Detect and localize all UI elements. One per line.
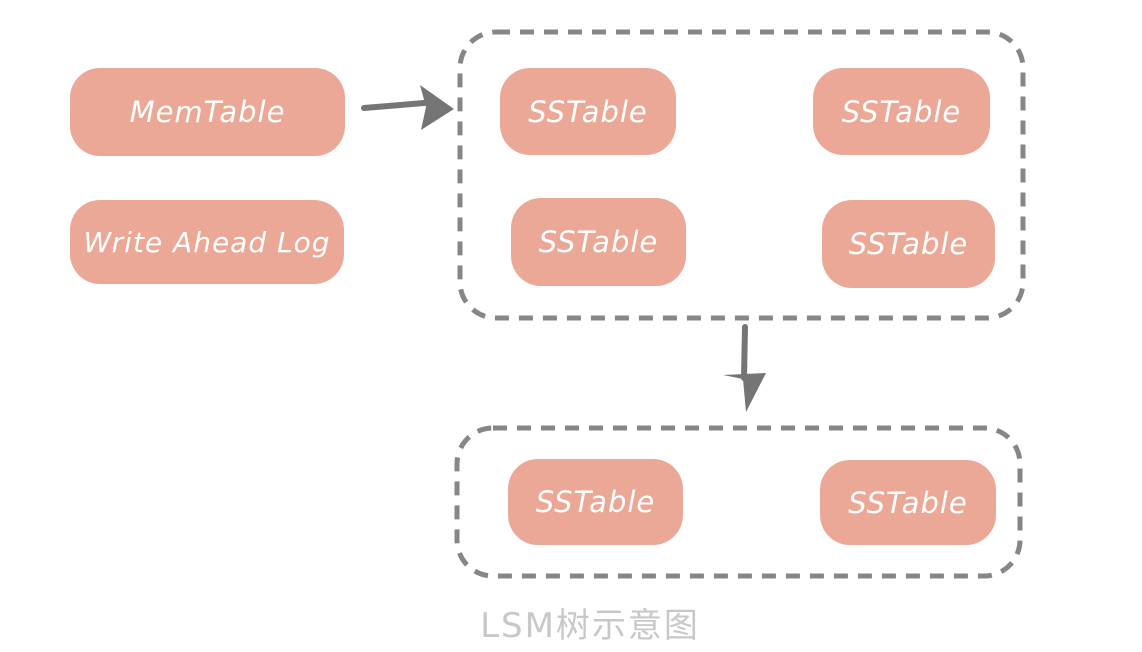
down-arrow-icon xyxy=(723,324,766,412)
memtable-node: MemTable xyxy=(70,68,345,156)
diagram-caption: LSM树示意图 xyxy=(480,606,700,646)
sstable-node-level2-1: SSTable xyxy=(508,459,683,545)
sstable-node-level1-3: SSTable xyxy=(511,198,686,286)
right-arrow-icon xyxy=(361,85,454,130)
sstable-node-level1-2: SSTable xyxy=(813,68,990,155)
sstable-node-level1-1: SSTable xyxy=(500,68,676,155)
write-ahead-log-node: Write Ahead Log xyxy=(70,200,344,284)
sstable-node-level1-4: SSTable xyxy=(822,200,995,288)
sstable-node-level2-2: SSTable xyxy=(820,460,996,545)
